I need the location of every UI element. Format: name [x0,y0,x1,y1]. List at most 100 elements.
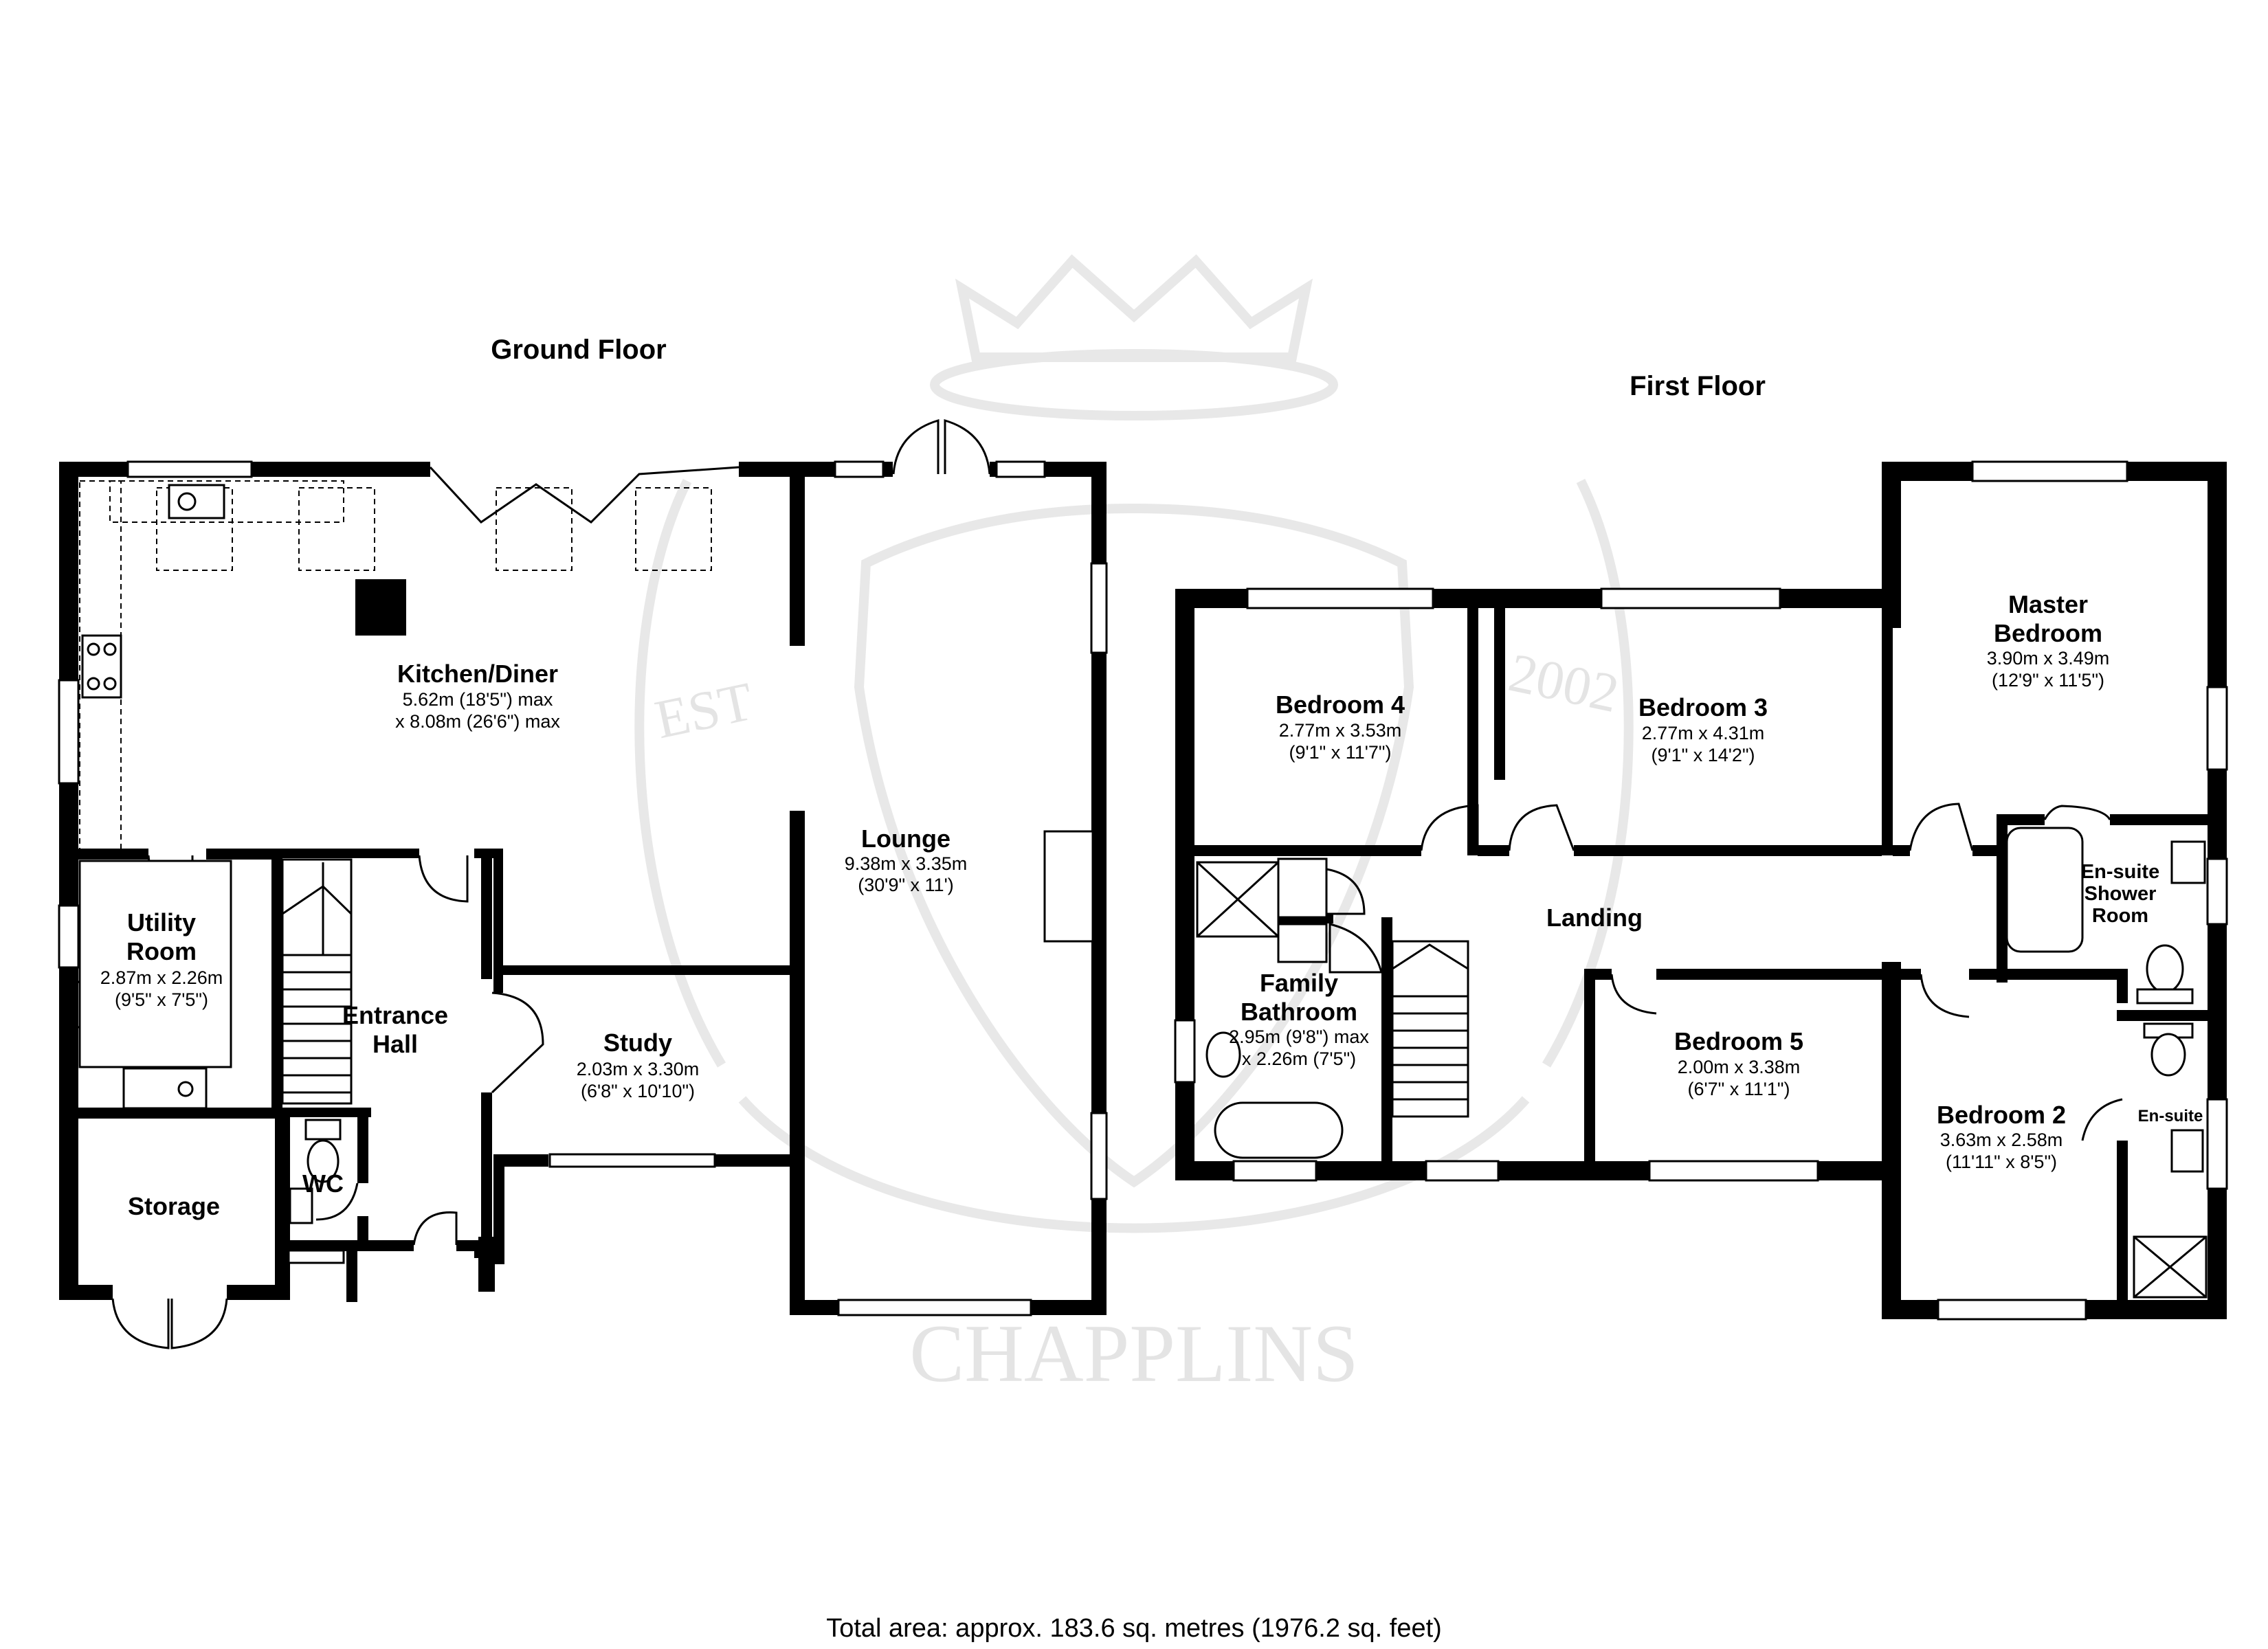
toilet-icon [2146,944,2184,994]
wall [2117,1141,2128,1305]
wall [2117,969,2128,1003]
wall [59,1108,286,1119]
wall [206,849,275,860]
wall [1175,589,1194,1180]
wall [1887,969,1921,980]
wall [227,1285,285,1300]
watermark-est: EST [650,671,758,751]
wall [1893,845,1910,856]
wall [275,1240,399,1251]
kitchen-name: Kitchen/Diner [397,660,558,688]
utility-name: Room [126,937,197,965]
bedroom5-dim1: 2.00m x 3.38m [1678,1057,1801,1077]
window [995,460,1046,478]
window [1971,460,2128,482]
basin-icon [2170,840,2206,884]
window [2206,857,2228,926]
bifold-door [429,466,740,524]
kitchen-island [355,579,406,636]
door [1325,868,1366,915]
first-floor: First Floor [1174,371,2228,1321]
sink-icon [122,1067,208,1110]
door [412,1211,458,1246]
bedroom5-dim2: (6'7" x 11'1") [1687,1079,1790,1099]
fireplace [1043,830,1094,943]
wall [357,1108,368,1183]
chapplins-watermark-logo: EST 2002 CHAPPLINS [634,254,1634,1399]
bedroom3-dim2: (9'1" x 14'2") [1651,745,1755,765]
entrance-hall-name: Entrance [342,1001,448,1029]
study-name: Study [603,1029,672,1057]
wall [1882,962,1901,1319]
wall [481,1092,492,1250]
basin-icon [1277,923,1328,963]
utility-dim1: 2.87m x 2.26m [100,967,223,988]
stair-treads [1392,943,1469,1101]
family-bathroom-name: Bathroom [1241,998,1357,1026]
wall [481,849,492,979]
window [126,460,253,478]
basin-icon [2170,1129,2204,1173]
kitchen-worktop [109,480,344,523]
french-door [111,1298,228,1349]
door [2043,805,2111,820]
wall [1584,969,1595,1175]
wall [59,1285,113,1300]
door [491,991,544,1094]
bedroom2-dim2: (11'11" x 8'5") [1946,1152,2057,1172]
wall [1882,618,1893,855]
wall [59,849,148,860]
window [1174,1019,1196,1084]
utility-name: Utility [127,908,196,936]
wall [493,849,503,993]
wall [282,849,419,858]
door [315,1182,359,1221]
master-bedroom-name: Master [2008,590,2088,618]
door [1909,803,1974,851]
wall [790,811,805,1315]
wall [2110,814,2220,825]
ensuite2-name: En-suite [2138,1107,2203,1125]
watermark-brand: CHAPPLINS [909,1308,1359,1399]
window [837,1299,1032,1316]
lounge-name: Lounge [861,824,950,853]
wall [1194,845,1421,856]
wall [1467,601,1478,855]
kitchen-unit [496,487,572,571]
wc-name: WC [302,1169,344,1198]
study-dim2: (6'8" x 10'10") [581,1081,695,1101]
wall [715,1154,804,1167]
sink-icon [177,492,197,511]
wall [59,462,78,1300]
wall [383,1240,414,1251]
master-bedroom-dim2: (12'9" x 11'5") [1992,670,2104,691]
wall [271,849,282,1110]
master-bedroom-name: Bedroom [1994,619,2102,647]
utility-worktop [78,860,232,1068]
basin-icon [289,1187,313,1224]
staircase [281,858,353,1105]
window [1937,1299,2087,1321]
ground-floor: Ground Floor [58,335,1108,1349]
wall [1997,814,2045,825]
window [1090,1112,1108,1200]
staircase [1391,940,1469,1118]
wall [790,462,805,646]
window [1232,1160,1318,1182]
ensuite-shower-name: Shower [2084,883,2157,905]
bedroom5-name: Bedroom 5 [1674,1027,1803,1055]
wall [1882,462,1901,628]
wall [493,965,796,975]
wall [1656,969,1907,980]
ground-floor-title: Ground Floor [491,335,667,365]
bedroom2-name: Bedroom 2 [1937,1101,2066,1129]
toilet-icon [2150,1033,2186,1077]
window [2206,686,2228,771]
window [1648,1160,1819,1182]
bedroom4-name: Bedroom 4 [1276,691,1405,719]
family-bathroom-dim2: x 2.26m (7'5") [1242,1048,1356,1069]
hob-icon [81,634,122,699]
study-dim1: 2.03m x 3.30m [577,1059,700,1079]
wall [1478,845,1509,856]
bedroom4-dim2: (9'1" x 11'7") [1289,742,1391,763]
